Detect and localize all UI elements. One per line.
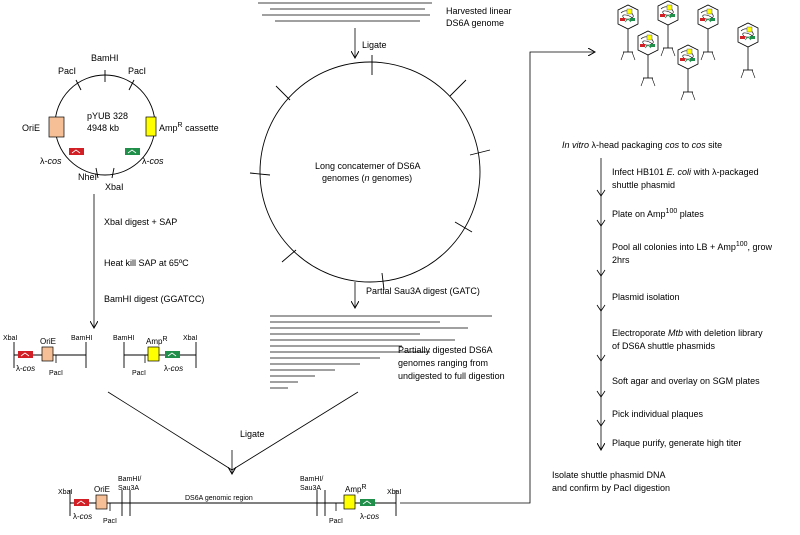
partially-digested-lines	[270, 315, 492, 389]
left-step-2: Heat kill SAP at 65ºC	[104, 258, 189, 268]
final-genomic-region: DS6A genomic region	[185, 495, 253, 502]
converge-line-right	[231, 391, 359, 471]
svg-text:PacI: PacI	[49, 370, 63, 377]
right-step-3-line2: 2hrs	[612, 255, 630, 265]
right-step-6: Soft agar and overlay on SGM plates	[612, 376, 760, 386]
final-paci-left: PacI	[103, 518, 117, 525]
final-bamhi-right-2: Sau3A	[300, 485, 321, 492]
cos-right-marker	[125, 148, 140, 155]
right-step-5: Electroporate Mtb with deletion library	[612, 328, 763, 338]
partial-label-2: genomes ranging from	[398, 358, 488, 368]
concatemer-label-2: genomes (n genomes)	[322, 173, 412, 183]
plasmid-bamhi-label: BamHI	[91, 53, 119, 63]
plasmid-cos-left-label: λ-cos	[40, 156, 62, 166]
plasmid-name-label: pYUB 328	[87, 111, 128, 121]
plasmid-paci-left-label: PacI	[58, 66, 76, 76]
right-step-8: Plaque purify, generate high titer	[612, 438, 741, 448]
plasmid-nhei-label: NheI	[78, 172, 97, 182]
ligate-bottom-label: Ligate	[240, 429, 265, 439]
harvested-label-1: Harvested linear	[446, 6, 512, 16]
plasmid-cos-right-label: λ-cos	[142, 156, 164, 166]
final-xbai-right: XbaI	[387, 489, 401, 496]
partial-label-3: undigested to full digestion	[398, 371, 505, 381]
plasmid-size-label: 4948 kb	[87, 123, 119, 133]
partial-digest-label: Partial Sau3A digest (GATC)	[366, 286, 480, 296]
final-bamhi-left-2: Sau3A	[118, 485, 139, 492]
plasmid-xbai-label: XbaI	[105, 182, 124, 192]
plasmid-site-ticks	[75, 70, 135, 179]
final-xbai-left: XbaI	[58, 489, 72, 496]
final-bamhi-left-1: BamHI/	[118, 476, 141, 483]
right-step-arrowheads	[596, 189, 606, 427]
phage-cluster	[617, 0, 759, 101]
svg-text:BamHI: BamHI	[113, 335, 134, 342]
partial-label-1: Partially digested DS6A	[398, 345, 493, 355]
plasmid-paci-right-label: PacI	[128, 66, 146, 76]
final-cos-left: λ-cos	[73, 512, 92, 521]
final-step-1: Isolate shuttle phasmid DNA	[552, 470, 666, 480]
concatemer-circle	[259, 61, 481, 283]
plasmid-orie-label: OriE	[22, 123, 40, 133]
right-step-1-line2: shuttle phasmid	[612, 180, 675, 190]
svg-text:XbaI: XbaI	[3, 335, 17, 342]
final-amp: AmpR	[345, 484, 367, 494]
concatemer-ticks	[249, 55, 491, 291]
cos-left-marker	[69, 148, 84, 155]
final-step-2: and confirm by PacI digestion	[552, 483, 670, 493]
ligate-top-label: Ligate	[362, 40, 387, 50]
orie-box	[48, 116, 65, 138]
harvested-genome-lines	[258, 2, 432, 22]
left-step-1: XbaI digest + SAP	[104, 217, 177, 227]
svg-text:OriE: OriE	[40, 337, 56, 346]
right-step-7: Pick individual plaques	[612, 409, 704, 419]
svg-text:XbaI: XbaI	[183, 335, 197, 342]
svg-text:AmpR: AmpR	[146, 336, 168, 346]
right-step-4: Plasmid isolation	[612, 292, 680, 302]
concatemer-label-1: Long concatemer of DS6A	[315, 161, 421, 171]
final-orie: OriE	[94, 485, 110, 494]
packaging-label: In vitro λ-head packaging cos to cos sit…	[562, 140, 722, 150]
arrow-to-packaging	[400, 52, 595, 504]
final-paci-right: PacI	[329, 518, 343, 525]
amp-cassette-box	[145, 116, 157, 137]
plasmid-amp-label: AmpR cassette	[159, 122, 219, 133]
right-step-5-line2: of DS6A shuttle phasmids	[612, 341, 716, 351]
converge-line-left	[107, 391, 233, 471]
svg-text:PacI: PacI	[132, 370, 146, 377]
final-bamhi-right-1: BamHI/	[300, 476, 323, 483]
svg-text:BamHI: BamHI	[71, 335, 92, 342]
harvested-label-2: DS6A genome	[446, 18, 504, 28]
right-step-3: Pool all colonies into LB + Amp100, grow	[612, 241, 773, 252]
svg-text:λ-cos: λ-cos	[16, 364, 35, 373]
right-step-1: Infect HB101 E. coli with λ-packaged	[612, 167, 759, 177]
fragment-right: BamHI AmpR XbaI PacI λ-cos	[113, 335, 197, 377]
final-cos-right: λ-cos	[360, 512, 379, 521]
left-step-3: BamHI digest (GGATCC)	[104, 294, 204, 304]
fragment-left: XbaI OriE BamHI λ-cos PacI	[3, 335, 92, 377]
final-construct	[69, 490, 397, 516]
right-step-2: Plate on Amp100 plates	[612, 208, 704, 219]
svg-text:λ-cos: λ-cos	[164, 364, 183, 373]
